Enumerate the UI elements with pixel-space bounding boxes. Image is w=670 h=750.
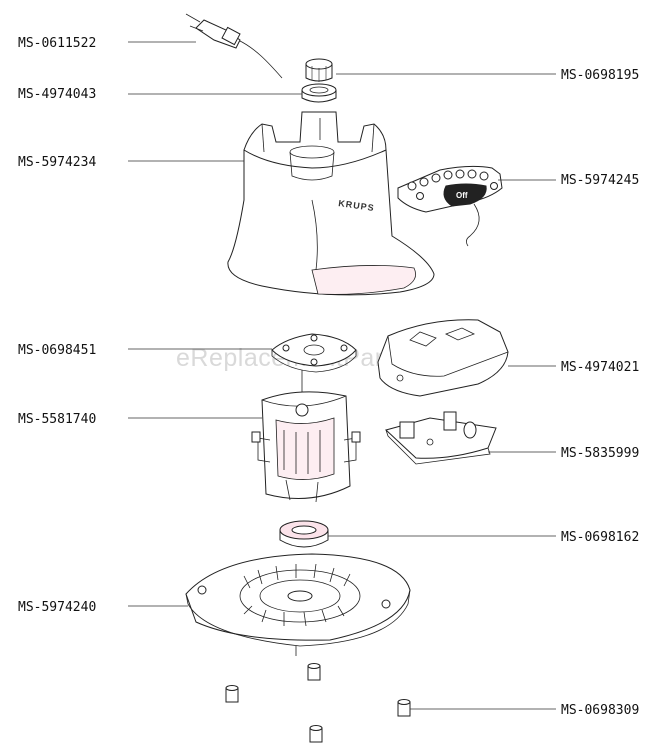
- foot-part-3: [397, 699, 411, 717]
- circuit-board-part: [385, 411, 497, 465]
- callout-coupling-top: MS-0698195: [561, 68, 639, 83]
- foot-part-1: [307, 663, 321, 681]
- housing-part: KRUPS: [227, 111, 435, 296]
- callout-base-plate: MS-5974240: [18, 600, 96, 615]
- callout-foot: MS-0698309: [561, 703, 639, 718]
- callout-damper-ring: MS-0698162: [561, 530, 639, 545]
- motor-part: [251, 370, 361, 503]
- damper-ring-part: [279, 520, 329, 548]
- cover-plate-part: [377, 319, 509, 397]
- base-plate-part: [185, 553, 411, 656]
- power-cord-part: [185, 13, 283, 79]
- coupling-top-part: [305, 58, 333, 82]
- foot-part-4: [309, 725, 323, 743]
- leader-lines: [128, 41, 556, 710]
- control-panel-part: Off: [397, 165, 503, 247]
- callout-control-panel: MS-5974245: [561, 173, 639, 188]
- callout-motor-support: MS-0698451: [18, 343, 96, 358]
- motor-support-part: [271, 333, 357, 373]
- seal-ring-part: [301, 83, 337, 103]
- callout-circuit-board: MS-5835999: [561, 446, 639, 461]
- callout-cover-plate: MS-4974021: [561, 360, 639, 375]
- callout-motor: MS-5581740: [18, 412, 96, 427]
- foot-part-2: [225, 685, 239, 703]
- switch-off-text: Off: [456, 191, 468, 200]
- callout-power-cord: MS-0611522: [18, 36, 96, 51]
- callout-housing: MS-5974234: [18, 155, 96, 170]
- callout-seal-ring: MS-4974043: [18, 87, 96, 102]
